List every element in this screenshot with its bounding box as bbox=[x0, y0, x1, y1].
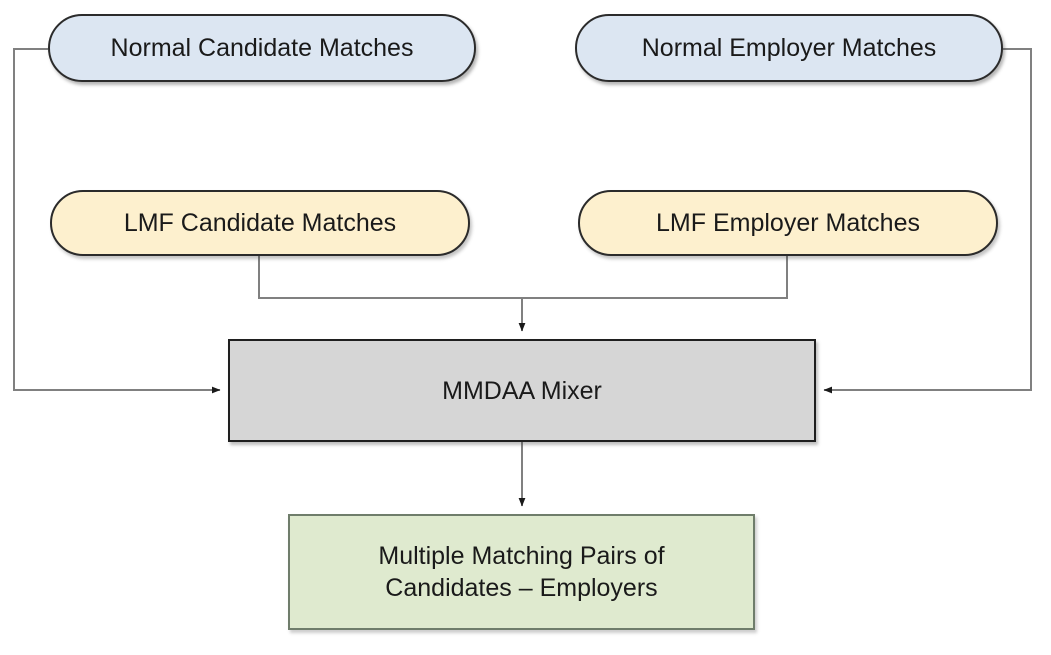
node-normal-candidate-matches-label: Normal Candidate Matches bbox=[110, 34, 414, 62]
edge-normal-candidate-to-mixer bbox=[13, 48, 221, 394]
edge-lmf-candidate-to-mixer bbox=[258, 256, 522, 299]
node-lmf-employer-matches[interactable]: LMF Employer Matches bbox=[578, 190, 998, 256]
node-lmf-candidate-matches-label: LMF Candidate Matches bbox=[123, 209, 397, 237]
node-normal-candidate-matches[interactable]: Normal Candidate Matches bbox=[48, 14, 476, 82]
edge-lmf-employer-to-mixer bbox=[522, 256, 788, 299]
node-normal-employer-matches[interactable]: Normal Employer Matches bbox=[575, 14, 1003, 82]
node-lmf-candidate-matches[interactable]: LMF Candidate Matches bbox=[50, 190, 470, 256]
node-multiple-matching-pairs[interactable]: Multiple Matching Pairs of Candidates – … bbox=[288, 514, 755, 630]
node-lmf-employer-matches-label: LMF Employer Matches bbox=[656, 209, 920, 237]
node-normal-employer-matches-label: Normal Employer Matches bbox=[641, 34, 937, 62]
node-mmdaa-mixer[interactable]: MMDAA Mixer bbox=[228, 339, 816, 442]
node-mmdaa-mixer-label: MMDAA Mixer bbox=[442, 376, 602, 405]
node-multiple-matching-pairs-label: Multiple Matching Pairs of Candidates – … bbox=[378, 542, 665, 602]
edge-normal-employer-to-mixer bbox=[823, 48, 1032, 394]
